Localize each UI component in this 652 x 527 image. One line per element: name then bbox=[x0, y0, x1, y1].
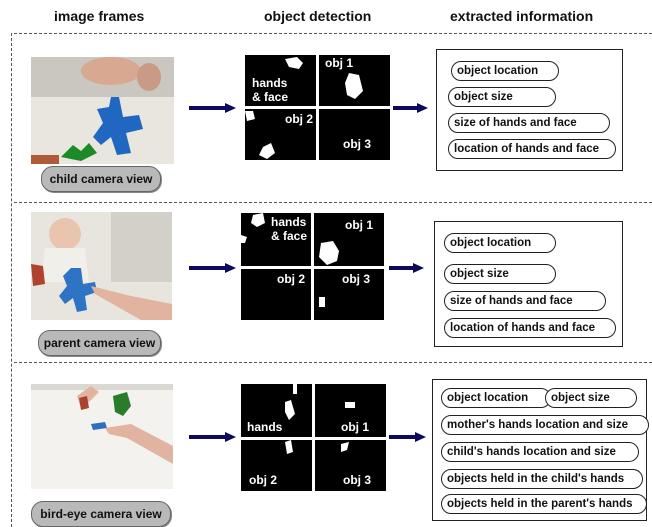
bird-eye-obj2-label: obj 2 bbox=[249, 473, 277, 487]
child-camera-view-label: child camera view bbox=[41, 166, 161, 192]
arrow-1a bbox=[189, 103, 236, 113]
separator-1 bbox=[14, 202, 652, 203]
bird-eye-obj3-label: obj 3 bbox=[343, 473, 371, 487]
arrow-3a bbox=[189, 432, 236, 442]
info-location-hands-face: location of hands and face bbox=[448, 139, 616, 159]
info-object-size: object size bbox=[448, 87, 556, 107]
header-object-detection: object detection bbox=[264, 8, 372, 24]
bird-eye-obj1-label: obj 1 bbox=[341, 420, 369, 434]
arrow-3b bbox=[389, 432, 426, 442]
arrow-1b bbox=[393, 103, 428, 113]
info-object-size: object size bbox=[444, 264, 556, 284]
parent-detection-panel: hands & face obj 1 obj 2 obj 3 bbox=[241, 213, 384, 320]
child-obj3-label: obj 3 bbox=[343, 137, 371, 151]
info-objects-child-hands: objects held in the child's hands bbox=[441, 469, 643, 489]
info-object-location: object location bbox=[441, 388, 551, 408]
info-object-location: object location bbox=[451, 61, 559, 81]
info-objects-parent-hands: objects held in the parent's hands bbox=[441, 494, 647, 514]
info-object-location: object location bbox=[444, 233, 556, 253]
info-location-hands-face: location of hands and face bbox=[444, 318, 616, 338]
bird-eye-camera-frame bbox=[31, 384, 173, 489]
info-object-size: object size bbox=[545, 388, 637, 408]
parent-obj3-label: obj 3 bbox=[342, 272, 370, 286]
bird-eye-info-box: object location object size mother's han… bbox=[432, 379, 649, 521]
child-camera-frame bbox=[31, 57, 174, 164]
child-detection-panel: hands & face obj 1 obj 2 obj 3 bbox=[245, 55, 390, 160]
arrow-2b bbox=[389, 263, 424, 273]
separator-top bbox=[14, 33, 652, 34]
parent-obj2-label: obj 2 bbox=[277, 272, 305, 286]
child-obj2-label: obj 2 bbox=[285, 112, 313, 126]
info-mothers-hands: mother's hands location and size bbox=[441, 415, 649, 435]
arrow-2a bbox=[189, 263, 236, 273]
parent-hands-face-label: hands bbox=[271, 215, 307, 229]
info-childs-hands: child's hands location and size bbox=[441, 442, 639, 462]
header-image-frames: image frames bbox=[54, 8, 145, 24]
parent-camera-view-label: parent camera view bbox=[38, 330, 161, 356]
bird-eye-detection-panel: hands obj 1 obj 2 obj 3 bbox=[241, 384, 386, 491]
header-extracted-information: extracted information bbox=[450, 8, 594, 24]
parent-obj1-label: obj 1 bbox=[345, 218, 373, 232]
separator-left bbox=[11, 33, 12, 527]
child-info-box: object location object size size of hand… bbox=[436, 49, 623, 171]
bird-eye-hands-label: hands bbox=[247, 420, 283, 434]
child-hands-face-label: hands bbox=[252, 76, 288, 90]
child-hands-face-label-2: & face bbox=[252, 90, 288, 104]
separator-2 bbox=[14, 362, 652, 363]
parent-camera-frame bbox=[31, 212, 172, 320]
bird-eye-camera-view-label: bird-eye camera view bbox=[31, 501, 171, 527]
info-size-hands-face: size of hands and face bbox=[448, 113, 610, 133]
info-size-hands-face: size of hands and face bbox=[444, 291, 606, 311]
parent-hands-face-label-2: & face bbox=[271, 229, 307, 243]
child-obj1-label: obj 1 bbox=[325, 56, 353, 70]
parent-info-box: object location object size size of hand… bbox=[434, 221, 623, 347]
